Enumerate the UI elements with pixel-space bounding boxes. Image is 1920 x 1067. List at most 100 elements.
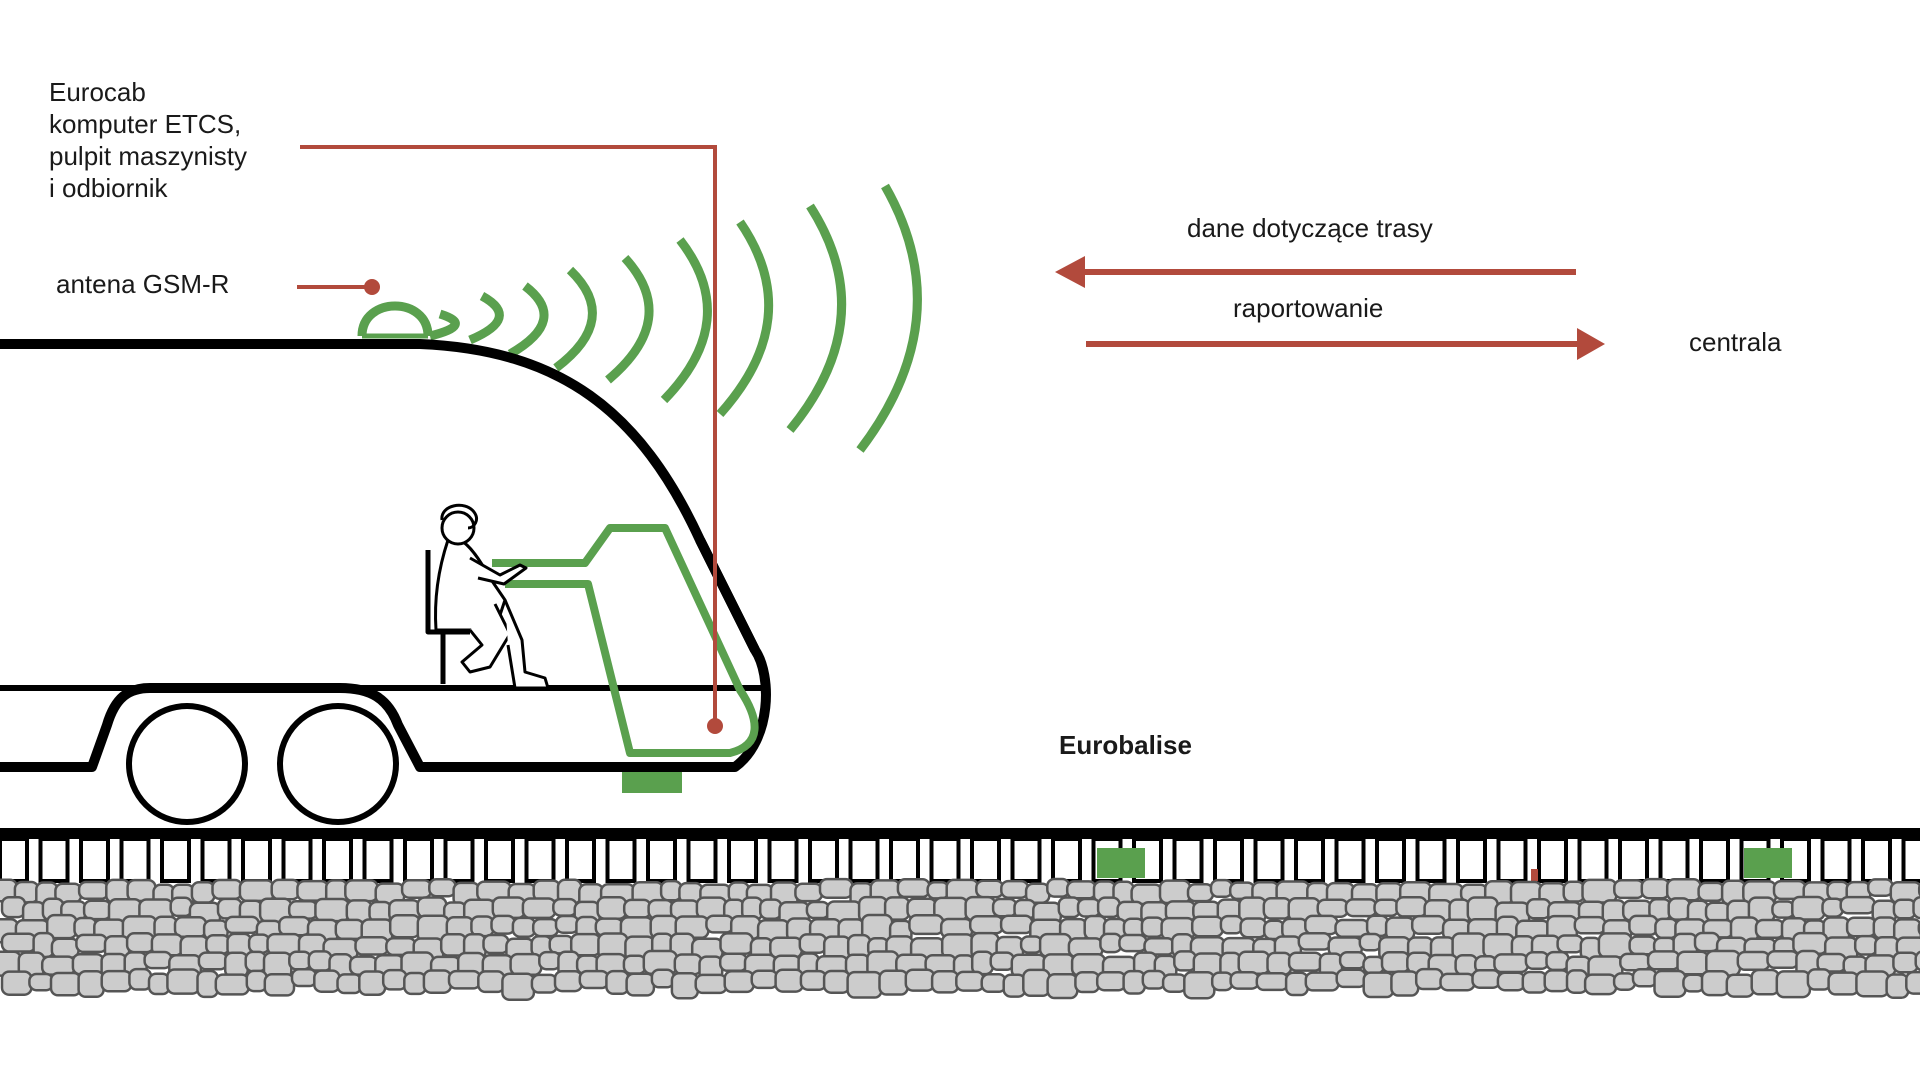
- ballast-stone: [1619, 952, 1652, 972]
- ballast-stone: [1076, 897, 1102, 918]
- ballast-stone: [1395, 895, 1428, 918]
- sleeper: [322, 837, 353, 883]
- ballast-stone: [1304, 971, 1340, 992]
- ballast-stone: [0, 895, 27, 919]
- antenna-label: antena GSM-R: [56, 269, 230, 299]
- ballast-stone: [344, 879, 379, 903]
- sleeper: [646, 837, 677, 883]
- ballast-stone: [278, 915, 312, 937]
- wave-arc: [786, 203, 846, 433]
- ballast-stone: [896, 877, 931, 899]
- ballast-stone: [718, 952, 749, 973]
- ballast-stone: [930, 969, 960, 994]
- ballast-stone: [1297, 931, 1332, 951]
- eurocab-label: Eurocab komputer ETCS, pulpit maszynisty…: [49, 77, 247, 203]
- gsm-r-signal-waves-icon: [428, 183, 922, 453]
- ballast-stone: [1914, 950, 1920, 972]
- ballast-stone: [1183, 971, 1216, 1000]
- ballast-stone: [28, 972, 55, 992]
- train-nose-inner: [695, 537, 760, 653]
- ballast-stone: [774, 968, 805, 993]
- ballast-stone: [1493, 953, 1530, 974]
- eurobalise-icon: [1097, 848, 1792, 881]
- ballast-stone: [999, 914, 1034, 935]
- wave-arc: [605, 254, 654, 384]
- sleeper: [79, 837, 110, 883]
- ballast-stone: [1573, 915, 1607, 935]
- sleeper: [808, 837, 839, 883]
- ballast-stone: [313, 969, 341, 993]
- ballast-stone: [296, 879, 330, 902]
- ballast-stone: [1525, 898, 1552, 920]
- ballast-stone: [1827, 971, 1860, 996]
- ballast-stone: [1839, 895, 1876, 915]
- ballast-stone: [1316, 898, 1350, 918]
- ballast-stone: [190, 881, 216, 904]
- ballast-stone: [846, 970, 883, 999]
- ballast-stone: [1885, 973, 1910, 1000]
- sleeper: [1010, 837, 1042, 883]
- ballast-stone: [82, 899, 113, 921]
- train-roof-nose-outline: [0, 339, 771, 772]
- ballast-stone: [1766, 949, 1800, 970]
- ballast-stone: [521, 897, 557, 920]
- sleeper: [1051, 837, 1082, 883]
- antenna-leader: [297, 279, 380, 295]
- sleeper: [1699, 837, 1730, 883]
- ballast-stone: [1414, 967, 1444, 991]
- ballast-stone: [531, 917, 560, 938]
- ballast-stone: [173, 916, 208, 938]
- ballast-stone: [1736, 950, 1771, 972]
- sleeper: [38, 837, 70, 883]
- ballast-stone: [1304, 914, 1339, 936]
- sleeper: [1334, 837, 1366, 883]
- ballast-stone: [1631, 968, 1658, 988]
- ballast-stone: [1038, 932, 1073, 958]
- ballast-stone: [1700, 969, 1730, 997]
- sleeper: [727, 837, 758, 883]
- reporting-arrow: [1086, 328, 1605, 360]
- ballast-stone: [878, 969, 909, 996]
- ballast-stone: [530, 973, 559, 994]
- ballast-stone: [0, 970, 33, 996]
- ballast-stone: [75, 933, 109, 954]
- wave-arc: [428, 309, 460, 341]
- ballast-stones: [0, 877, 1920, 1001]
- control-center-label: centrala: [1689, 327, 1782, 357]
- ballast-stone: [1338, 950, 1367, 970]
- ballast-stone: [750, 969, 779, 990]
- ballast-stone: [1693, 931, 1721, 953]
- ballast-stone: [1583, 973, 1618, 996]
- onboard-antenna-block: [622, 772, 682, 793]
- ballast-stone: [622, 898, 652, 919]
- ballast-stone: [400, 879, 433, 899]
- ballast-stone: [388, 914, 422, 939]
- wave-arc: [507, 282, 549, 358]
- ballast-stone: [799, 969, 828, 991]
- ballast-stone: [1046, 972, 1079, 1000]
- eurocab-wiring: [492, 524, 759, 793]
- ballast-stone: [605, 969, 630, 996]
- sleeper: [1294, 837, 1325, 883]
- ballast-stone: [1000, 879, 1030, 899]
- ballast-stone: [553, 969, 584, 993]
- ballast-stone: [1255, 972, 1290, 992]
- sleeper: [362, 837, 394, 883]
- ballast-stone: [805, 900, 831, 920]
- ballast-stone: [1140, 916, 1165, 938]
- ballast-stone: [1186, 883, 1215, 903]
- ballast-stone: [1872, 916, 1898, 940]
- eurocab-leader: [300, 145, 723, 734]
- rail-track: [0, 828, 1920, 883]
- ballast-stone: [477, 970, 506, 994]
- ballast-stone: [578, 969, 610, 990]
- ballast-stone: [509, 952, 543, 977]
- ballast-stone: [50, 937, 80, 959]
- ballast-stone: [1892, 951, 1919, 974]
- ballast-stone: [1654, 917, 1679, 940]
- sleeper: [524, 837, 556, 883]
- wave-arc: [553, 266, 597, 372]
- ballast-stone: [1653, 969, 1687, 998]
- wave-arc: [716, 219, 774, 418]
- ballast-stone: [214, 973, 251, 996]
